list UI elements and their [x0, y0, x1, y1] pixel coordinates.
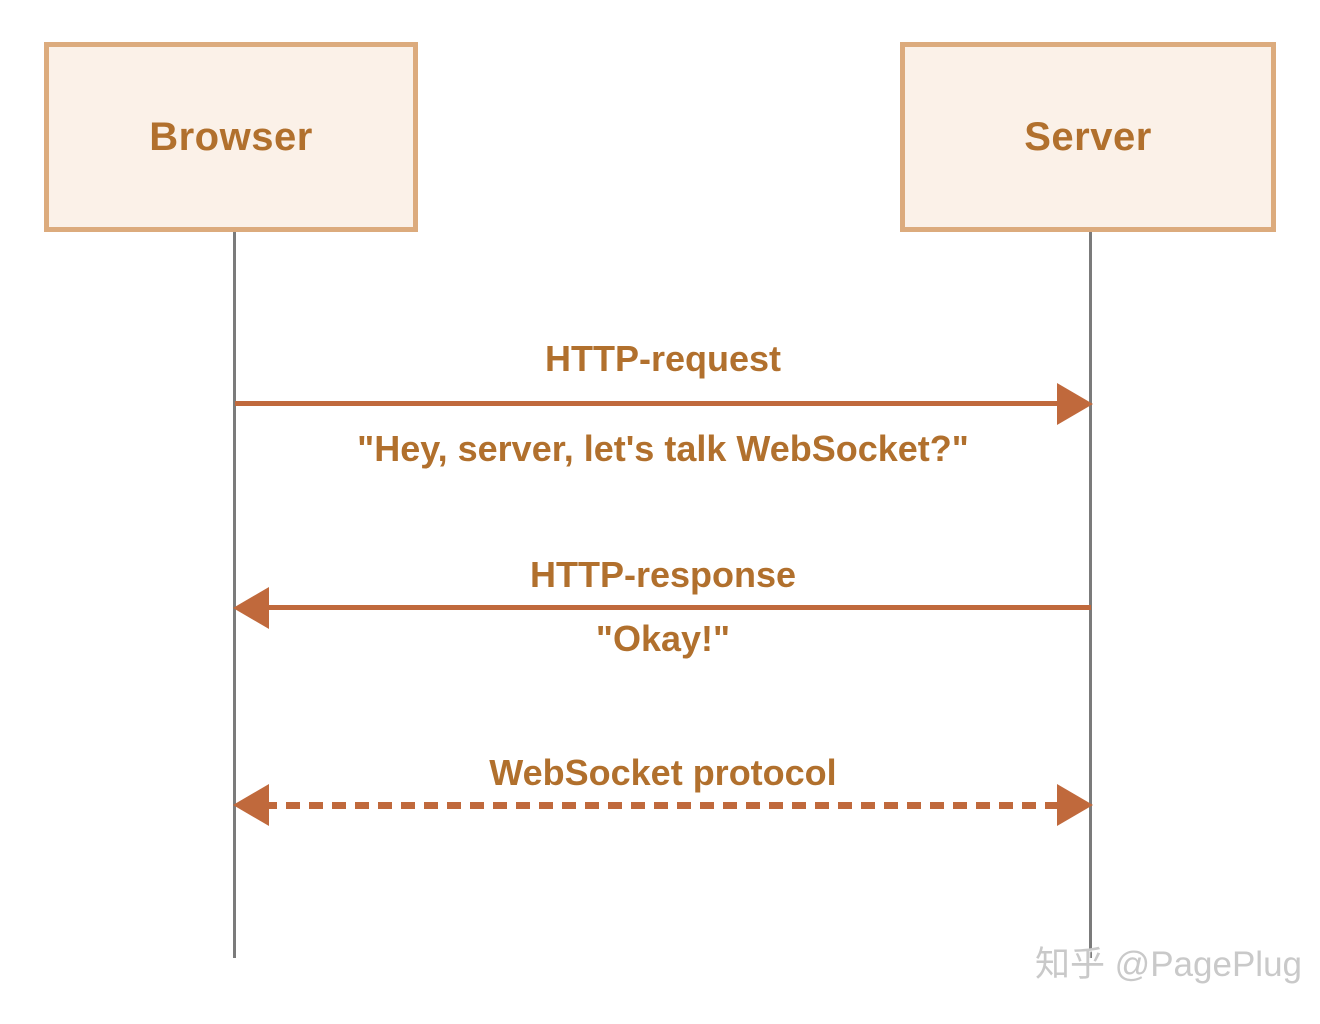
message-http-request: HTTP-request "Hey, server, let's talk We… — [235, 338, 1093, 478]
watermark: 知乎 @PagePlug — [1035, 936, 1302, 987]
server-lifeline — [1089, 232, 1092, 958]
arrowhead-right-icon — [1057, 784, 1093, 826]
http-response-arrow-line — [261, 605, 1091, 610]
message-http-response-sublabel: "Okay!" — [595, 618, 731, 659]
arrowhead-left-icon — [233, 784, 269, 826]
http-request-arrow-line — [235, 401, 1065, 406]
watermark-text: 知乎 @PagePlug — [1034, 945, 1302, 984]
actor-server-label: Server — [1024, 114, 1152, 159]
arrowhead-left-icon — [233, 587, 269, 629]
message-http-response: HTTP-response "Okay!" — [233, 554, 1091, 664]
message-http-request-label: HTTP-request — [544, 338, 782, 379]
message-websocket-protocol-label: WebSocket protocol — [489, 752, 837, 793]
websocket-dashed-arrow-line — [263, 802, 1063, 809]
arrowhead-right-icon — [1057, 383, 1093, 425]
actor-browser-label: Browser — [149, 114, 313, 159]
message-websocket-protocol: WebSocket protocol — [233, 752, 1093, 852]
message-http-response-label: HTTP-response — [529, 554, 797, 595]
actor-server-box: Server — [900, 42, 1276, 232]
message-http-request-sublabel: "Hey, server, let's talk WebSocket?" — [357, 428, 969, 469]
actor-browser-box: Browser — [44, 42, 418, 232]
